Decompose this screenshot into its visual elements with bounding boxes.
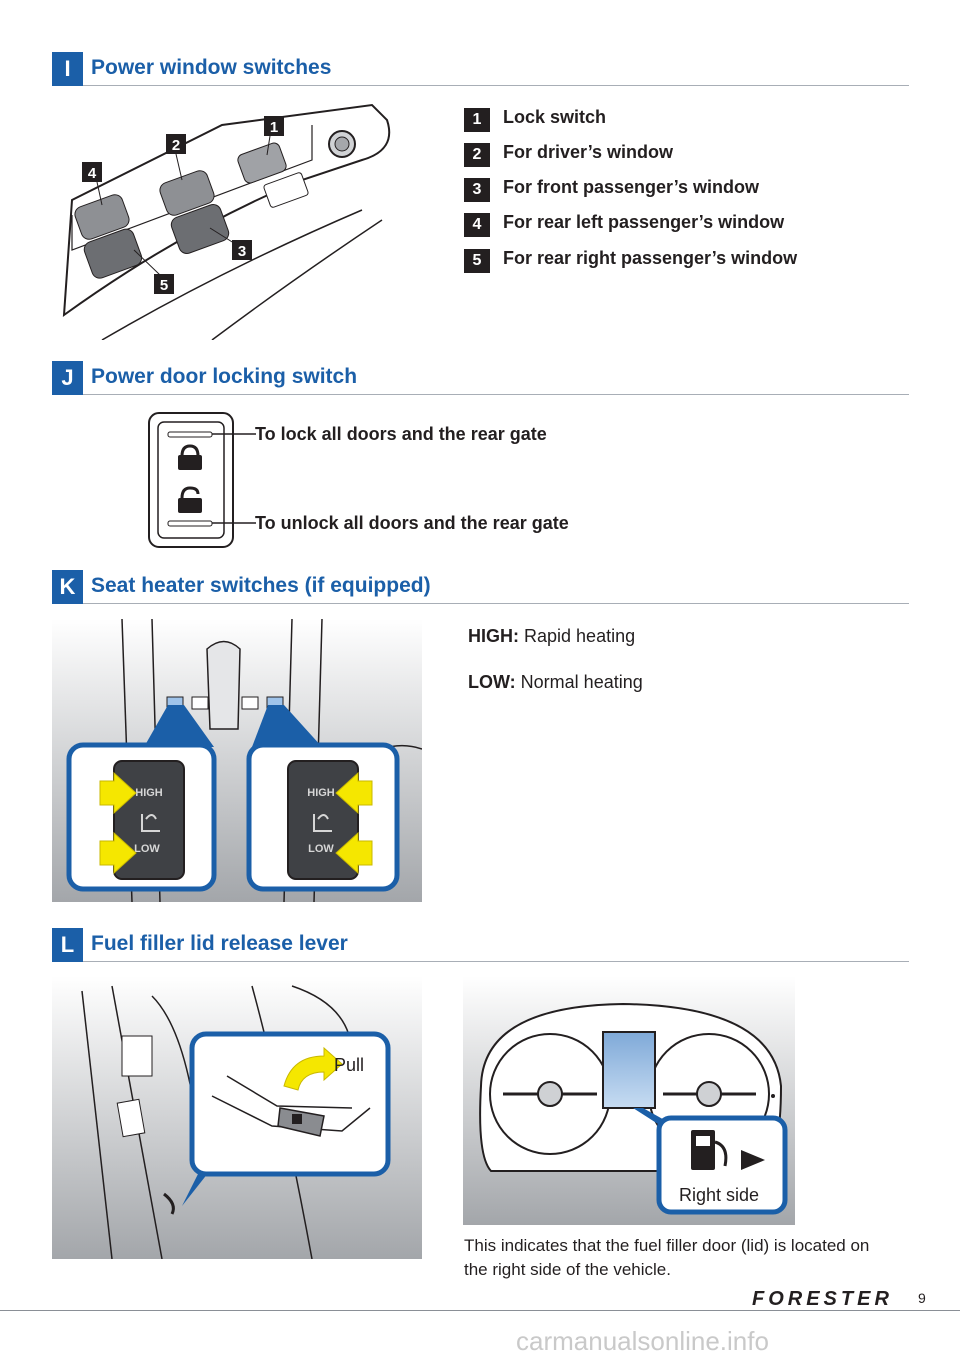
callout-number: 1 (464, 108, 490, 132)
section-title: Fuel filler lid release lever (91, 932, 348, 955)
right-side-label: Right side (679, 1185, 759, 1205)
section-header-power-window: I Power window switches (52, 52, 909, 86)
section-letter: I (52, 52, 83, 86)
section-letter: K (52, 570, 83, 604)
svg-text:3: 3 (238, 243, 246, 260)
lock-switch-label: Lock switch (503, 107, 607, 127)
section-header-seat-heater: K Seat heater switches (if equipped) (52, 570, 909, 604)
seat-heater-illustration: HIGH LOW HIGH LOW (52, 619, 422, 902)
svg-text:1: 1 (270, 119, 278, 136)
section-letter: J (52, 361, 83, 395)
section-divider (83, 85, 909, 86)
seat-high-key: HIGH: (468, 626, 519, 646)
section-letter: L (52, 928, 83, 962)
section-title: Power door locking switch (91, 365, 358, 388)
instrument-cluster-illustration: Right side (463, 976, 795, 1225)
section-title: Power window switches (91, 56, 332, 79)
switch-low-label: LOW (308, 843, 334, 855)
watermark: carmanualsonline.info (516, 1326, 769, 1356)
rear-right-window-label: For rear right passenger’s window (503, 248, 798, 268)
pull-label: Pull (334, 1055, 364, 1075)
section-divider (83, 961, 909, 962)
page-number: 9 (918, 1290, 926, 1306)
seat-high-text: Rapid heating (524, 626, 636, 646)
section-header-door-lock: J Power door locking switch (52, 361, 909, 395)
power-window-switch-illustration: 1 2 3 4 5 (62, 103, 391, 340)
svg-text:4: 4 (88, 165, 97, 182)
section-header-fuel-lid: L Fuel filler lid release lever (52, 928, 909, 962)
unlock-doors-label: To unlock all doors and the rear gate (255, 513, 569, 533)
fuel-lever-illustration: Pull (52, 976, 422, 1259)
svg-text:5: 5 (160, 277, 168, 294)
callout-number: 3 (464, 178, 490, 202)
front-passenger-window-label: For front passenger’s window (503, 177, 760, 197)
rear-left-window-label: For rear left passenger’s window (503, 212, 785, 232)
brand-name: FORESTER (752, 1288, 893, 1308)
callout-number: 5 (464, 249, 490, 273)
forester-logo: FORESTER (752, 1288, 893, 1308)
seat-low-text: Normal heating (520, 672, 643, 692)
callout-number: 2 (464, 143, 490, 167)
seat-low-key: LOW: (468, 672, 516, 692)
driver-window-label: For driver’s window (503, 142, 674, 162)
switch-high-label: HIGH (135, 787, 163, 799)
seat-high-description: HIGH: Rapid heating (468, 626, 635, 647)
footer-divider (0, 1310, 960, 1311)
switch-high-label: HIGH (307, 787, 335, 799)
lock-doors-label: To lock all doors and the rear gate (255, 424, 547, 444)
svg-text:2: 2 (172, 137, 180, 154)
section-divider (83, 394, 909, 395)
fuel-lid-description: This indicates that the fuel filler door… (464, 1236, 870, 1279)
seat-low-description: LOW: Normal heating (468, 672, 643, 693)
door-lock-switch-illustration (148, 412, 256, 548)
section-divider (83, 603, 909, 604)
section-title: Seat heater switches (if equipped) (91, 574, 431, 597)
callout-number: 4 (464, 213, 490, 237)
switch-low-label: LOW (134, 843, 160, 855)
